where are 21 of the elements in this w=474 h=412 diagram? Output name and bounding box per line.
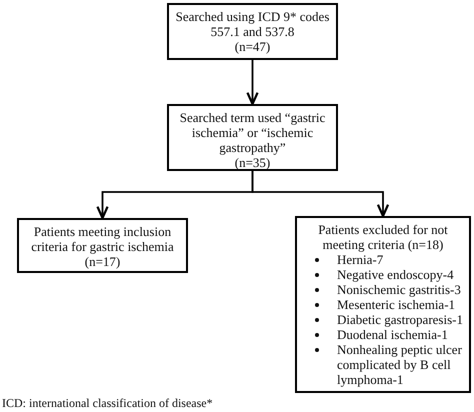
list-item: Duodenal ischemia-1 — [303, 327, 463, 342]
footnote: ICD: international classification of disease* — [2, 396, 213, 411]
box-text: (n=47) — [234, 39, 272, 54]
box-text: Patients excluded for not meeting criteria (n=18) — [317, 222, 449, 252]
process-box — [295, 216, 471, 393]
box-text: Searched term used “gastric ischemia” or “ischemic gastropathy” — [178, 110, 326, 155]
box-text: Searched using ICD 9* codes 557.1 and 537.8 — [175, 9, 330, 39]
process-box — [167, 104, 338, 171]
process-box — [167, 3, 338, 60]
box-text: (n=35) — [234, 155, 272, 170]
list-item: Nonhealing peptic ulcer complicated by B cell lymphoma-1 — [303, 342, 463, 387]
list-item: Hernia-7 — [303, 252, 463, 267]
list-item: Mesenteric ischemia-1 — [303, 297, 463, 312]
list-item: Diabetic gastroparesis-1 — [303, 312, 463, 327]
list-item: Nonischemic gastritis-3 — [303, 282, 463, 297]
box-text: Patients meeting inclusion criteria for gastric ischemia — [30, 224, 175, 254]
arrow — [252, 171, 390, 218]
arrow — [246, 60, 259, 106]
process-box — [17, 218, 188, 273]
box-text: (n=17) — [84, 254, 122, 269]
list-item: Negative endoscopy-4 — [303, 267, 463, 282]
